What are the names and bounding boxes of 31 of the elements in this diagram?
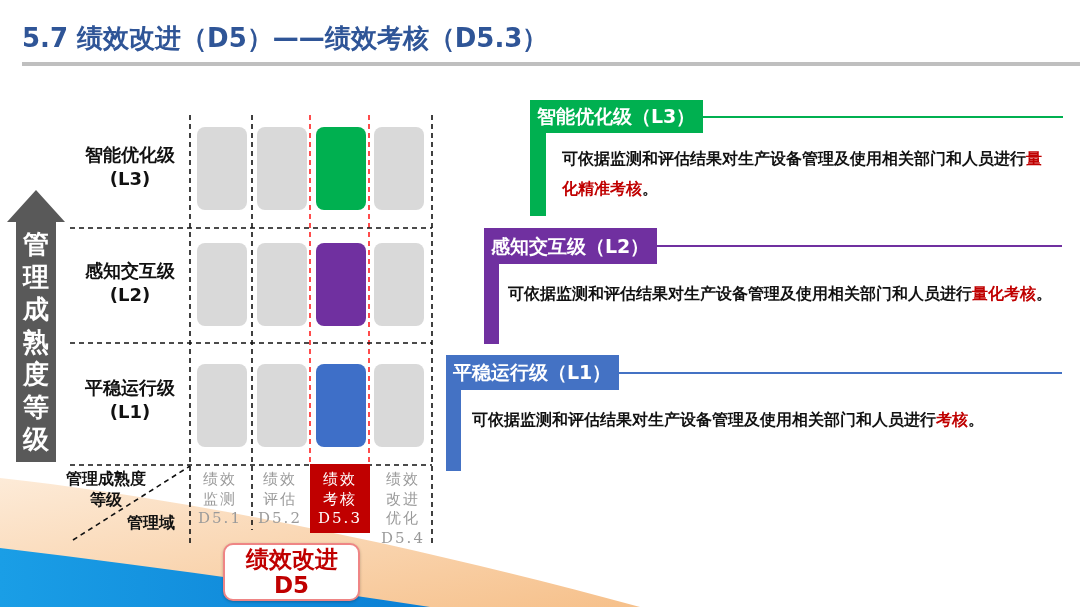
matrix-block: [197, 364, 247, 447]
level-description: 可依据监测和评估结果对生产设备管理及使用相关部门和人员进行量化考核。: [508, 284, 1053, 305]
highlighted-block: [316, 364, 366, 447]
matrix-block: [257, 364, 307, 447]
matrix-block: [257, 243, 307, 326]
matrix-block: [257, 127, 307, 210]
arrow-label: 管理成熟度等级: [21, 228, 50, 456]
column-header: 绩效监测D5.1: [197, 470, 243, 529]
matrix-block: [374, 243, 424, 326]
level-heading: 平稳运行级（L1）: [452, 360, 613, 385]
matrix-block: [197, 243, 247, 326]
level-description: 可依据监测和评估结果对生产设备管理及使用相关部门和人员进行考核。: [472, 410, 985, 431]
axis-label: 管理域: [126, 512, 176, 533]
column-header: 绩效评估D5.2: [257, 470, 303, 529]
maturity-arrow: [7, 190, 65, 462]
highlighted-block: [316, 127, 366, 210]
level-heading: 感知交互级（L2）: [490, 234, 651, 259]
level-label: 平稳运行级(L1): [84, 376, 176, 424]
matrix-block: [374, 127, 424, 210]
slide-title: 5.7 绩效改进（D5）——绩效考核（D5.3）: [22, 22, 549, 55]
axis-label: 管理成熟度等级: [65, 468, 147, 510]
highlighted-column-header: 绩效考核D5.3: [310, 464, 370, 533]
column-header: 绩效改进优化D5.4: [380, 470, 426, 548]
level-heading: 智能优化级（L3）: [536, 104, 697, 129]
matrix-block: [374, 364, 424, 447]
level-label: 智能优化级(L3): [84, 143, 176, 191]
level-label: 感知交互级(L2): [84, 259, 176, 307]
level-description: 可依据监测和评估结果对生产设备管理及使用相关部门和人员进行量化精准考核。: [562, 149, 1043, 200]
highlighted-block: [316, 243, 366, 326]
domain-tag: 绩效改进D5: [223, 543, 360, 601]
matrix-block: [197, 127, 247, 210]
